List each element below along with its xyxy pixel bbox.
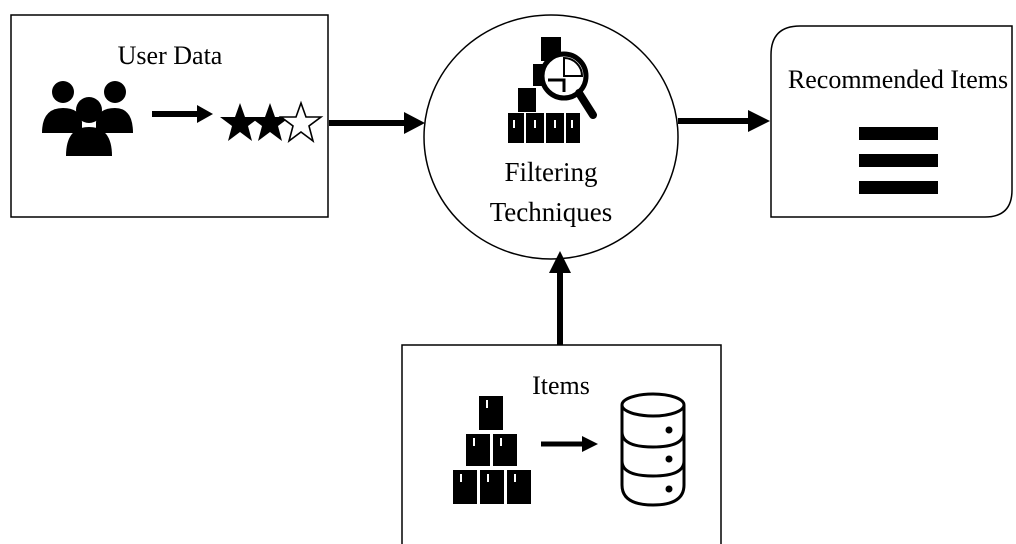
star-rating-icon bbox=[220, 100, 324, 144]
filtering-node: Filtering Techniques bbox=[423, 14, 679, 260]
items-to-filtering-arrowhead bbox=[549, 251, 571, 273]
user-data-label: User Data bbox=[118, 41, 223, 70]
items-to-database-arrowhead bbox=[582, 436, 598, 452]
filled-star-2 bbox=[250, 103, 290, 141]
user-data-node: User Data bbox=[10, 14, 329, 218]
users-to-rating-arrowhead bbox=[197, 105, 213, 123]
recommended-label: Recommended Items bbox=[788, 65, 1008, 94]
users-group-icon bbox=[42, 81, 133, 156]
items-node: Items bbox=[401, 344, 722, 544]
recommended-box bbox=[770, 25, 1013, 218]
user-data-to-filtering-arrowhead bbox=[404, 112, 425, 134]
recommended-node: Recommended Items bbox=[770, 25, 1013, 218]
boxes-magnifier-icon bbox=[508, 37, 597, 143]
box-pyramid-icon bbox=[453, 396, 531, 504]
items-label: Items bbox=[532, 371, 590, 400]
database-icon bbox=[620, 392, 686, 507]
filled-star-1 bbox=[220, 103, 260, 141]
filtering-label-line1: Filtering bbox=[505, 157, 598, 187]
filtering-to-recommended-arrowhead bbox=[748, 110, 770, 132]
empty-star bbox=[278, 100, 324, 144]
list-lines-icon bbox=[859, 127, 938, 194]
filtering-label-line2: Techniques bbox=[490, 197, 613, 227]
